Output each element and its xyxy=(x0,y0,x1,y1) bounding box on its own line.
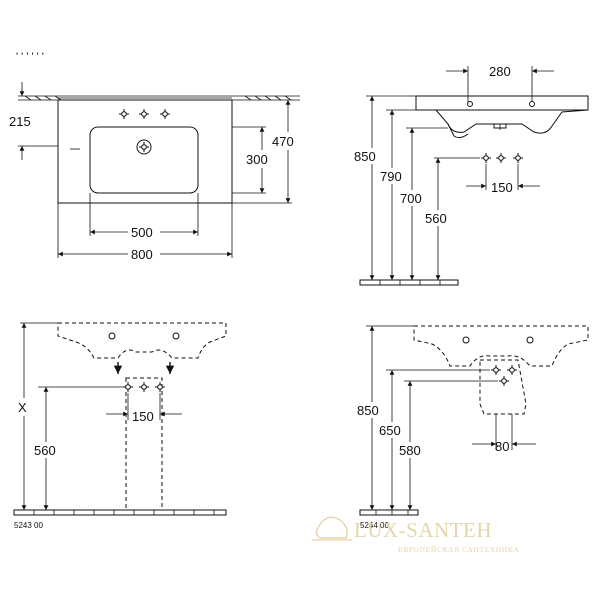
dim-label-800: 800 xyxy=(131,247,153,262)
label-backdrop xyxy=(397,442,427,458)
dim-label-470: 470 xyxy=(272,134,294,149)
brand-name: LUX-SANTEH xyxy=(354,518,492,542)
label-backdrop xyxy=(17,398,31,416)
side-pedestal-view: 80 850 650 580 5244 00 xyxy=(355,325,589,530)
tap-hole-side xyxy=(467,101,473,107)
bathtub-icon xyxy=(315,516,348,539)
floor-strip xyxy=(13,509,227,516)
connection-icon xyxy=(138,381,150,393)
dim-label-x: X xyxy=(18,400,27,415)
label-backdrop xyxy=(355,402,385,418)
drain-circle xyxy=(136,139,152,155)
tap-hole-front xyxy=(462,336,470,344)
label-backdrop xyxy=(32,442,62,458)
pedestal-outline xyxy=(125,377,163,513)
connection-icon xyxy=(480,152,492,164)
dim-label-850: 850 xyxy=(354,149,376,164)
label-backdrop xyxy=(398,190,428,206)
connection-icon xyxy=(495,152,507,164)
dim-label-850: 850 xyxy=(357,403,379,418)
tap-hole-front xyxy=(108,332,116,340)
bowl-outline xyxy=(89,126,199,194)
dim-label-560: 560 xyxy=(34,443,56,458)
dim-label-650: 650 xyxy=(379,423,401,438)
label-backdrop xyxy=(352,148,382,164)
connection-icon xyxy=(490,364,502,376)
waste-outlet-box xyxy=(493,123,507,129)
label-backdrop xyxy=(128,224,160,240)
connection-icon xyxy=(512,152,524,164)
connection-icon xyxy=(506,364,518,376)
tap-hole-front xyxy=(526,336,534,344)
basin-underside-profile xyxy=(416,109,589,134)
pedestal-side-outline xyxy=(479,359,527,415)
dim-label-150: 150 xyxy=(491,180,513,195)
connection-icon xyxy=(498,375,510,387)
label-backdrop xyxy=(128,246,160,262)
dim-label-150: 150 xyxy=(132,409,154,424)
top-plan-view: ' ' ' ' ' ' 215 300 470 xyxy=(9,51,300,262)
basin-outline xyxy=(57,99,233,204)
tap-hole-icon xyxy=(138,108,150,120)
drain-cross xyxy=(138,141,150,153)
tap-hole-icon xyxy=(118,108,130,120)
dim-label-560: 560 xyxy=(425,211,447,226)
watermark-logo: LUX-SANTEH ЕВРОПЕЙСКАЯ САНТЕХНИКА xyxy=(312,516,519,554)
basin-lower-curve xyxy=(447,123,469,139)
basin-top-slab xyxy=(415,95,589,111)
label-backdrop xyxy=(423,210,453,226)
dim-label-300: 300 xyxy=(246,152,268,167)
front-elevation-view: 150 X 560 5243 00 xyxy=(13,322,227,530)
dim-label-80: 80 xyxy=(495,439,509,454)
label-backdrop xyxy=(270,132,300,150)
dim-label-215: 215 xyxy=(9,114,31,129)
floor-strip xyxy=(359,509,419,516)
basin-side-outline xyxy=(413,325,589,367)
dim-label-700: 700 xyxy=(400,191,422,206)
label-backdrop xyxy=(378,168,408,184)
basin-front-outline xyxy=(57,322,227,359)
dim-label-280: 280 xyxy=(489,64,511,79)
floor-hatch xyxy=(33,510,215,515)
model-code: 5243 00 xyxy=(14,521,43,530)
brand-subtitle: ЕВРОПЕЙСКАЯ САНТЕХНИКА xyxy=(398,545,519,554)
dim-label-580: 580 xyxy=(399,443,421,458)
floor-strip xyxy=(359,279,459,286)
floor-hatch xyxy=(379,280,441,285)
side-elevation-view: 280 150 850 790 700 560 xyxy=(352,64,589,286)
dim-label-790: 790 xyxy=(380,169,402,184)
cropped-header-text: ' ' ' ' ' ' xyxy=(16,51,44,63)
tap-hole-side xyxy=(529,101,535,107)
label-backdrop xyxy=(377,422,407,438)
model-code: 5244 00 xyxy=(360,521,389,530)
floor-hatch xyxy=(375,510,409,515)
tap-hole-front xyxy=(172,332,180,340)
connection-icon xyxy=(122,381,134,393)
tap-hole-icon xyxy=(159,108,171,120)
connection-icon xyxy=(154,381,166,393)
label-backdrop xyxy=(244,150,274,168)
dim-label-500: 500 xyxy=(131,225,153,240)
